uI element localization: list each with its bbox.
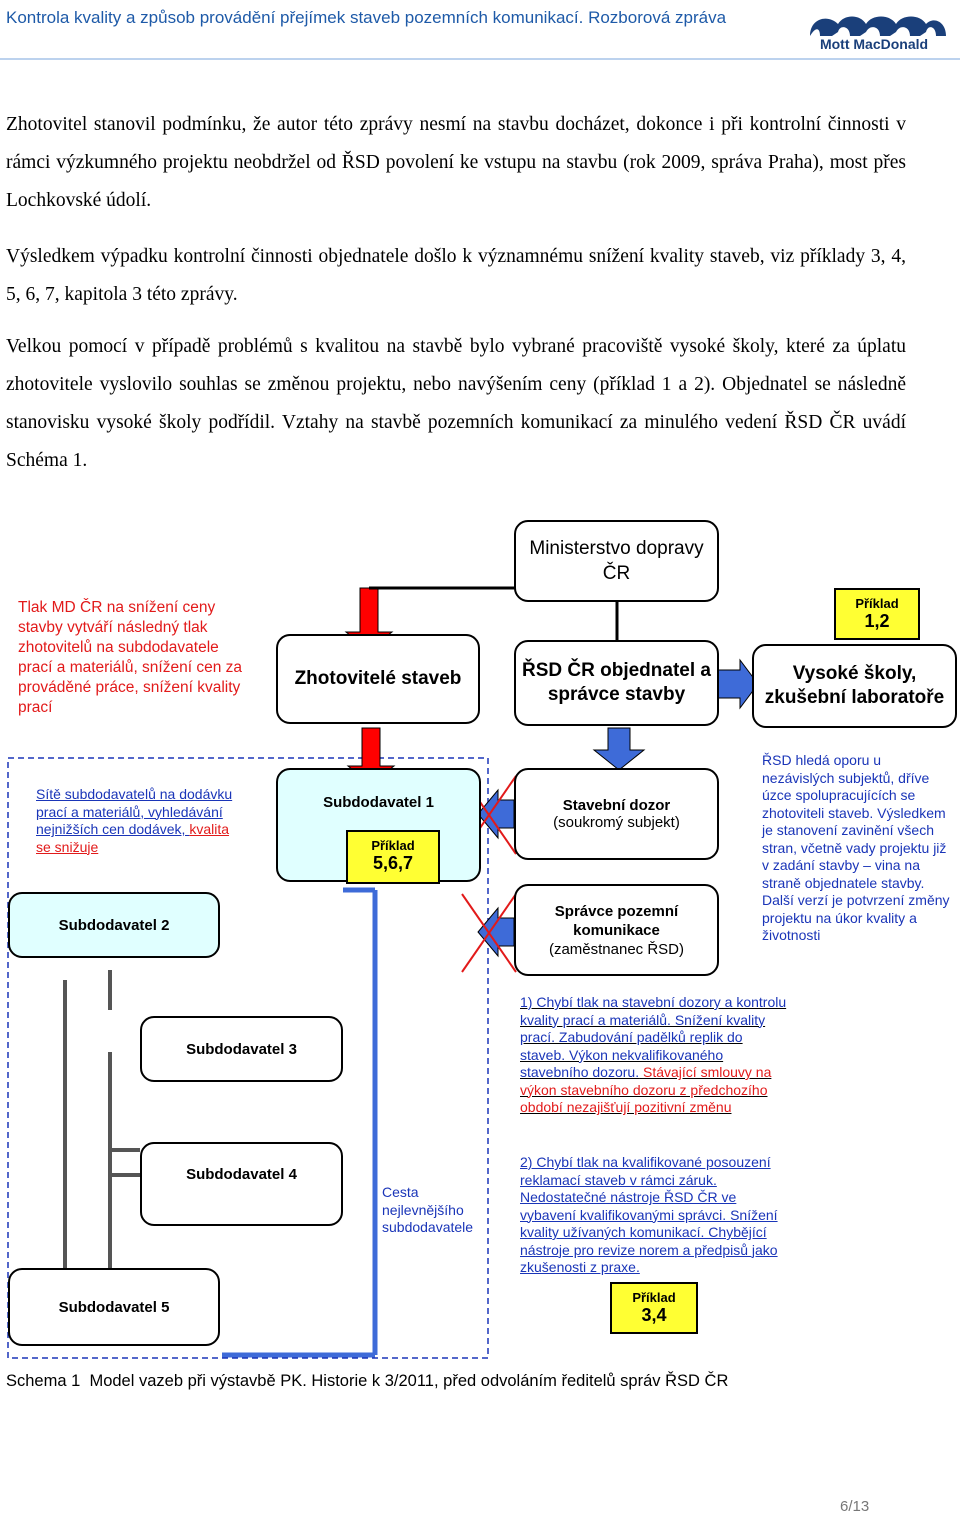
- supervision-box: Stavební dozor (soukromý subjekt): [514, 768, 719, 860]
- example-badge-34: Příklad 3,4: [610, 1282, 698, 1334]
- contractors-box: Zhotovitelé staveb: [276, 634, 480, 724]
- logo-icon: [810, 16, 946, 36]
- subcontractor-4-box: Subdodavatel 4: [140, 1142, 343, 1226]
- subcontractor-2-box: Subdodavatel 2: [8, 892, 220, 958]
- subcontractor-3-box: Subdodavatel 3: [140, 1016, 343, 1082]
- paragraph-1: Zhotovitel stanovil podmínku, že autor t…: [6, 114, 906, 211]
- example-badge-12: Příklad 1,2: [834, 588, 920, 640]
- ministry-box: Ministerstvo dopravy ČR: [514, 520, 719, 602]
- pressure-note: Tlak MD ČR na snížení ceny stavby vytvář…: [18, 599, 243, 716]
- subnet-note: Sítě subdodavatelů na dodávku prací a ma…: [36, 786, 233, 855]
- road-admin-box: Správce pozemní komunikace (zaměstnanec …: [514, 884, 719, 976]
- subcontractor-5-box: Subdodavatel 5: [8, 1268, 220, 1346]
- logo-text: Mott MacDonald: [819, 36, 929, 52]
- note-2: 2) Chybí tlak na kvalifikované posouzení…: [520, 1154, 778, 1275]
- paragraph-2: Výsledkem výpadku kontrolní činnosti obj…: [6, 246, 906, 305]
- cheapest-path-label: Cesta nejlevnějšího subdodavatele: [382, 1184, 474, 1235]
- universities-box: Vysoké školy, zkušební laboratoře: [752, 644, 957, 728]
- rsd-box: ŘSD ČR objednatel a správce stavby: [514, 640, 719, 726]
- header-divider: [0, 58, 960, 60]
- paragraph-3: Velkou pomocí v případě problémů s kvali…: [6, 336, 906, 471]
- figure-caption: Schema 1 Model vazeb při výstavbě PK. Hi…: [6, 1372, 729, 1390]
- header-title: Kontrola kvality a způsob provádění přej…: [6, 8, 727, 27]
- note-1: 1) Chybí tlak na stavební dozory a kontr…: [520, 994, 787, 1115]
- example-badge-567: Příklad 5,6,7: [346, 830, 440, 884]
- rsd-support-note: ŘSD hledá oporu u nezávislých subjektů, …: [762, 752, 950, 943]
- page-number: 6/13: [840, 1498, 870, 1515]
